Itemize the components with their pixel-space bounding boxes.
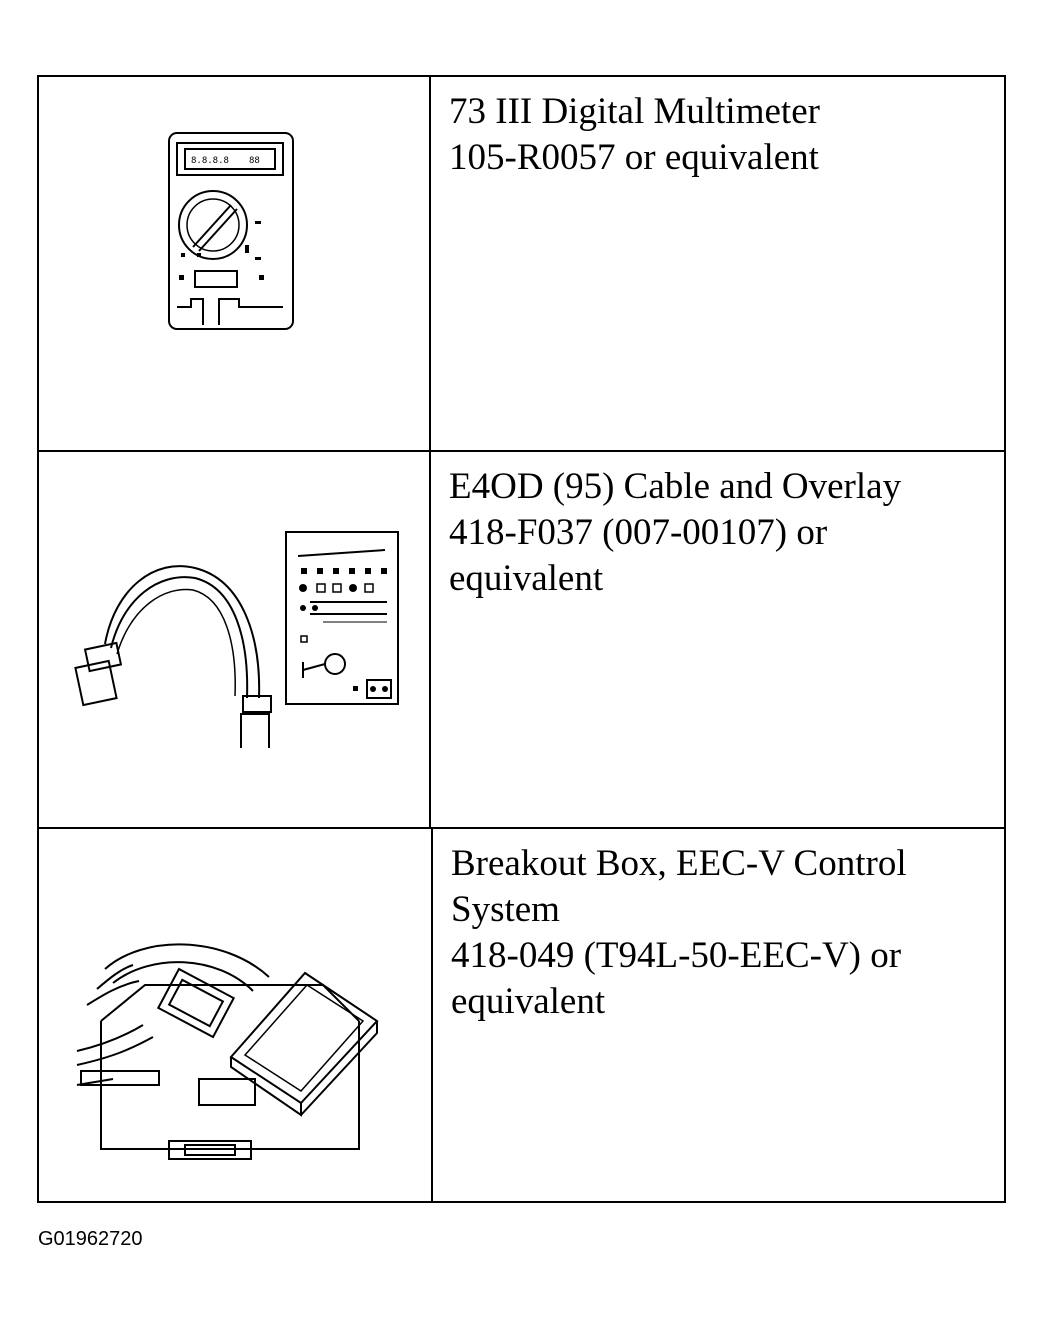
tool-part-number: 418-F037 (007-00107) or (449, 512, 828, 553)
tool-row-breakout-box: Breakout Box, EEC-V Control System 418-0… (39, 829, 1004, 1201)
tool-description: 73 III Digital Multimeter 105-R0057 or e… (433, 77, 1004, 450)
tool-row-cable-overlay: E4OD (95) Cable and Overlay 418-F037 (00… (39, 452, 1004, 829)
tool-description: Breakout Box, EEC-V Control System 418-0… (435, 829, 1004, 1201)
tool-part-number: 418-049 (T94L-50-EEC-V) or (451, 935, 902, 976)
tool-image-cell (39, 829, 433, 1201)
svg-text:88: 88 (249, 156, 260, 166)
tool-name: E4OD (95) Cable and Overlay (449, 466, 902, 507)
tool-name: 73 III Digital Multimeter (449, 91, 820, 132)
tool-table: 8.8.8.8 88 73 III Digital Multimeter 105… (37, 75, 1006, 1203)
breakout-box-icon (76, 943, 379, 1160)
tool-description: E4OD (95) Cable and Overlay 418-F037 (00… (433, 452, 1004, 827)
tool-part-number-suffix: equivalent (449, 558, 604, 599)
tool-part-number: 105-R0057 or equivalent (449, 137, 819, 178)
figure-id: G01962720 (38, 1228, 143, 1250)
tool-row-multimeter: 8.8.8.8 88 73 III Digital Multimeter 105… (39, 77, 1004, 452)
tool-part-number-suffix: equivalent (451, 981, 606, 1022)
svg-text:8.8.8.8: 8.8.8.8 (191, 156, 229, 166)
multimeter-icon: 8.8.8.8 88 (168, 132, 294, 330)
tool-image-cell: 8.8.8.8 88 (39, 77, 431, 450)
tool-name-continued: System (451, 889, 560, 930)
tool-image-cell (39, 452, 431, 827)
tool-name: Breakout Box, EEC-V Control (451, 843, 907, 884)
cable-overlay-icon (74, 531, 399, 748)
